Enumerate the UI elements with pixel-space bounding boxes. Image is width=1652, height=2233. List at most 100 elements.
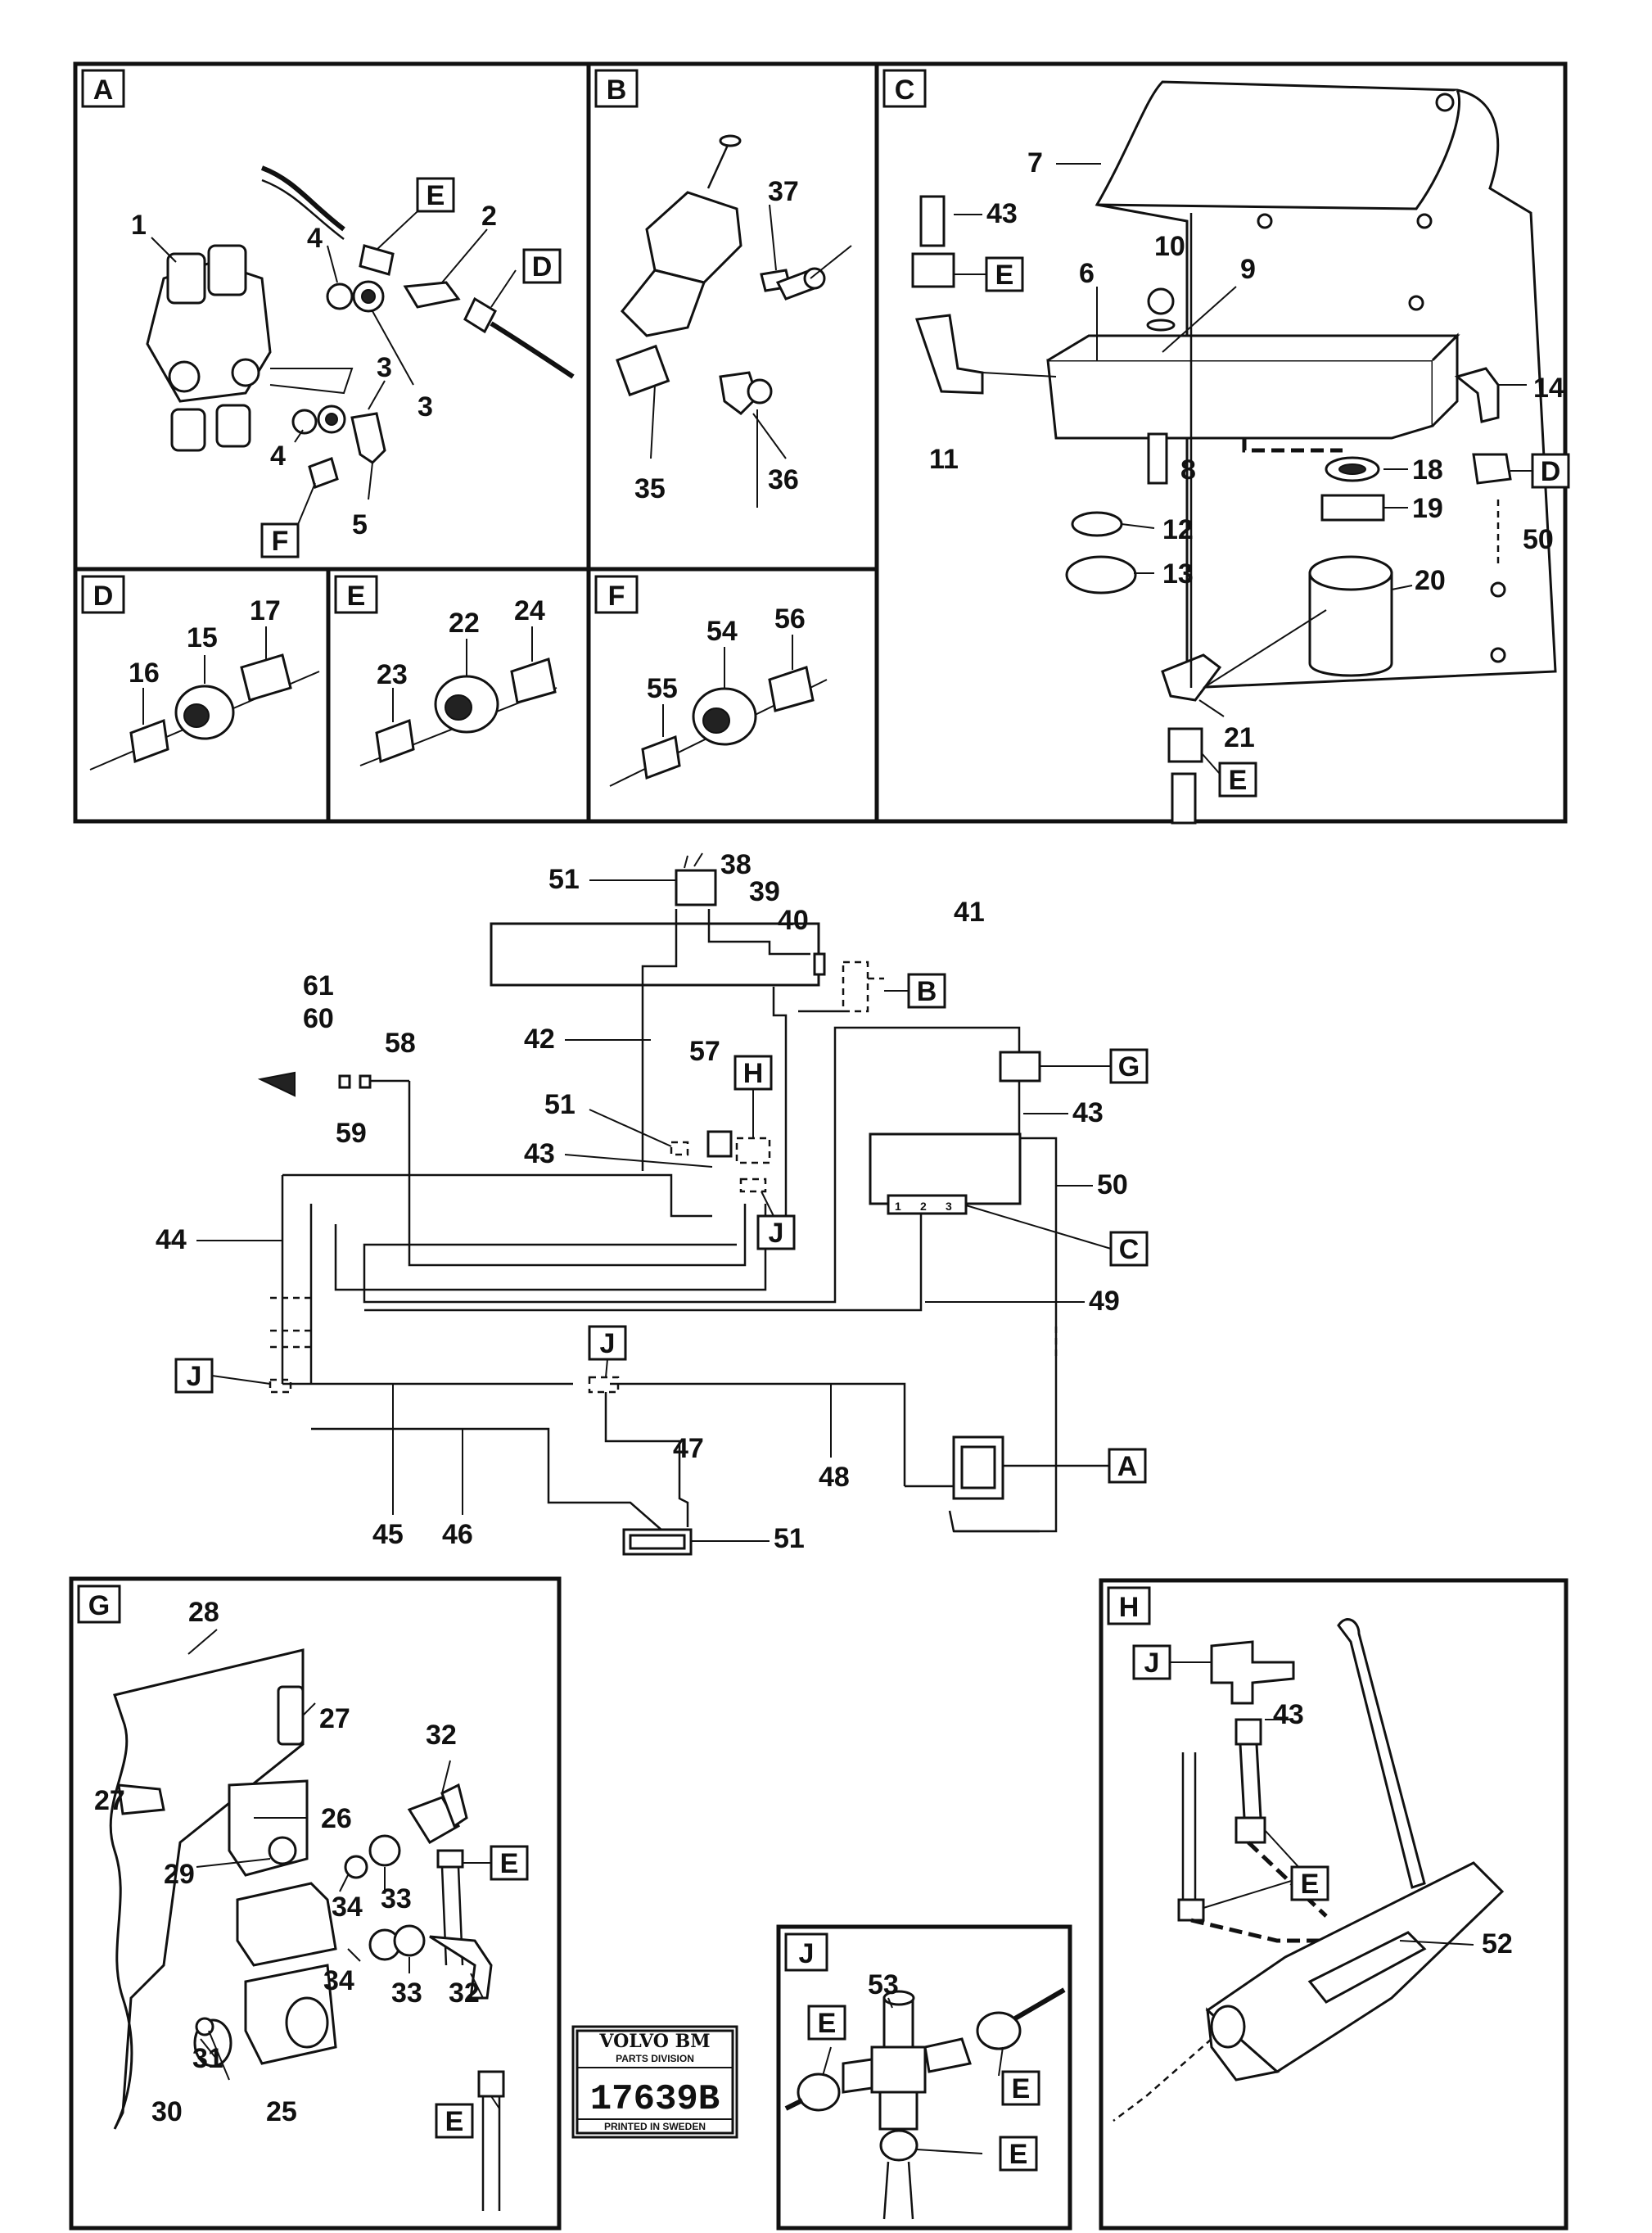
- part-label-57: 57: [689, 1036, 720, 1067]
- svg-text:D: D: [1541, 456, 1561, 487]
- part-label-51b: 51: [544, 1089, 575, 1120]
- callout-e-g1: E: [490, 1845, 529, 1881]
- part-label-43c: 43: [986, 198, 1018, 229]
- svg-text:J: J: [769, 1218, 784, 1249]
- washer-33a: [368, 1834, 401, 1867]
- connector-c: [887, 1194, 968, 1215]
- svg-text:B: B: [917, 976, 937, 1007]
- part-label-61: 61: [303, 970, 334, 1001]
- pin-3: 3: [946, 1200, 952, 1213]
- part-label-29: 29: [164, 1859, 195, 1890]
- sleeve-23: [375, 718, 415, 764]
- component-g: [999, 1051, 1041, 1083]
- part-label-31: 31: [192, 2043, 223, 2074]
- panel-j-labels: 53 E E E: [807, 1969, 1040, 2172]
- part-label-27a: 27: [319, 1703, 350, 1734]
- panel-g-frame: [69, 1576, 562, 2231]
- part-label-25: 25: [266, 2096, 297, 2127]
- part-label-34b: 34: [323, 1965, 354, 1996]
- part-label-21: 21: [1224, 722, 1255, 753]
- pin-2: 2: [920, 1200, 927, 1213]
- panel-tag-g: G: [77, 1584, 121, 1624]
- part-label-50: 50: [1097, 1169, 1128, 1200]
- svg-text:D: D: [532, 251, 553, 283]
- part-label-51a: 51: [548, 864, 580, 895]
- elbow-14: [1454, 367, 1500, 423]
- part-label-20: 20: [1415, 565, 1446, 596]
- panel-h-frame: [1099, 1578, 1568, 2231]
- panel-g-drawing: [109, 1629, 505, 2211]
- part-label-26: 26: [321, 1803, 352, 1834]
- callout-a-schematic: A: [1108, 1448, 1147, 1484]
- sleeve-24: [510, 658, 557, 704]
- washer-9: [1146, 319, 1176, 332]
- cylinder-20: [1308, 572, 1393, 677]
- part-label-58: 58: [385, 1028, 416, 1059]
- part-label-56: 56: [774, 603, 806, 635]
- part-label-40: 40: [778, 905, 809, 936]
- panel-tag-a: A: [81, 69, 125, 108]
- component-51-top: [675, 869, 717, 906]
- panel-c-frame: [874, 61, 1568, 824]
- svg-text:A: A: [1117, 1451, 1138, 1482]
- cross-53-body: [870, 2045, 927, 2094]
- part-label-23: 23: [377, 659, 408, 690]
- callout-e-j3: E: [999, 2136, 1038, 2172]
- svg-text:J: J: [600, 1328, 616, 1359]
- nut-e-g1: [436, 1849, 464, 1869]
- nut-h1: [1234, 1718, 1262, 1746]
- bolt-8: [1147, 432, 1168, 485]
- svg-text:H: H: [743, 1058, 764, 1089]
- part-label-52: 52: [1482, 1928, 1513, 1960]
- lever-52: [1337, 1618, 1426, 1889]
- part-label-3a: 3: [377, 352, 392, 383]
- horn-icon: [257, 1071, 296, 1097]
- panel-tag-g-text: G: [88, 1590, 110, 1621]
- callout-e-c1: E: [985, 256, 1024, 292]
- part-label-43a: 43: [524, 1138, 555, 1169]
- part-label-10: 10: [1154, 231, 1185, 262]
- part-label-38: 38: [720, 849, 752, 880]
- stamp-printed: PRINTED IN SWEDEN: [604, 2121, 706, 2132]
- panel-j-frame: [776, 1924, 1072, 2231]
- nut-e-upper: [359, 244, 395, 276]
- bolt-27a: [277, 1685, 305, 1746]
- schematic-top-block: [490, 922, 820, 987]
- part-label-32a: 32: [426, 1720, 457, 1751]
- part-label-7: 7: [1027, 147, 1043, 179]
- svg-text:G: G: [1118, 1051, 1140, 1083]
- stamp-number: 17639B: [590, 2079, 720, 2120]
- part-label-48: 48: [819, 1462, 850, 1493]
- part-label-60: 60: [303, 1003, 334, 1034]
- schematic-lower-block: [869, 1132, 1022, 1205]
- panel-def-drawing: [89, 626, 828, 787]
- panel-tag-b-text: B: [607, 75, 627, 106]
- part-label-12: 12: [1162, 514, 1194, 545]
- svg-text:F: F: [272, 526, 289, 557]
- nut-f: [308, 457, 339, 489]
- callout-e-j1: E: [807, 2005, 846, 2041]
- part-label-34a: 34: [332, 1892, 363, 1923]
- part-label-9: 9: [1240, 254, 1256, 285]
- nut-10: [1147, 287, 1175, 315]
- callout-e-h: E: [1290, 1865, 1329, 1901]
- svg-text:E: E: [1229, 765, 1248, 796]
- bracket-26: [228, 1779, 309, 1877]
- part-label-49: 49: [1089, 1286, 1120, 1317]
- panel-tag-j: J: [784, 1932, 828, 1972]
- part-label-37: 37: [768, 176, 799, 207]
- part-label-24: 24: [514, 595, 545, 626]
- elbow-32a: [407, 1796, 461, 1845]
- part-label-43b: 43: [1072, 1097, 1104, 1128]
- part-label-42: 42: [524, 1024, 555, 1055]
- bolt-27b: [117, 1783, 165, 1815]
- nut-d: [463, 296, 497, 334]
- part-label-2: 2: [481, 201, 497, 232]
- component-57: [706, 1130, 733, 1158]
- panel-b-drawing: [616, 134, 852, 508]
- hose-upper: [260, 165, 345, 232]
- part-label-30: 30: [151, 2096, 183, 2127]
- panel-a-drawing: [146, 165, 575, 533]
- cylinder-body: [645, 191, 742, 284]
- washer-12: [1071, 511, 1123, 537]
